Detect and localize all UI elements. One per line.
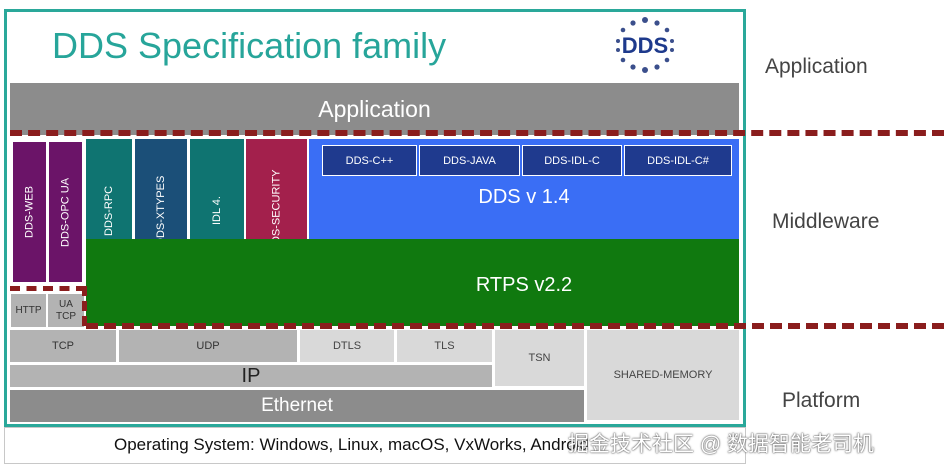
- dds-version-label: DDS v 1.4: [478, 185, 570, 208]
- rtps-version-label: RTPS v2.2: [475, 273, 573, 296]
- ua-tcp-box: UA TCP: [48, 294, 84, 327]
- transport-tls: TLS: [397, 330, 492, 362]
- web-opc-separator: [10, 286, 86, 291]
- watermark: 掘金技术社区 @ 数据智能老司机: [568, 433, 874, 456]
- lang-map-idl-c: DDS-IDL-C: [522, 145, 622, 176]
- layer-label-middleware: Middleware: [772, 210, 880, 233]
- spec-dds-opc-ua: DDS-OPC UA: [49, 142, 82, 282]
- rtps-connector: [86, 283, 309, 287]
- tcp-label: TCP: [56, 310, 76, 322]
- transport-shared-memory: SHARED-MEMORY: [587, 330, 739, 420]
- dds-logo-icon: DDS: [612, 16, 678, 74]
- app-middleware-separator: [10, 130, 944, 136]
- ua-label: UA: [59, 298, 73, 310]
- middleware-platform-separator: [86, 323, 944, 329]
- lang-map-cpp: DDS-C++: [322, 145, 417, 176]
- diagram-title: DDS Specification family: [52, 25, 447, 66]
- application-bar: Application: [10, 83, 739, 135]
- layer-label-application: Application: [765, 55, 868, 78]
- logo-text: DDS: [621, 33, 669, 58]
- lang-map-idl-csharp: DDS-IDL-C#: [624, 145, 732, 176]
- rtps-block: [86, 239, 739, 326]
- transport-tsn: TSN: [495, 330, 584, 386]
- transport-udp: UDP: [119, 330, 297, 362]
- transport-tcp: TCP: [10, 330, 116, 362]
- http-box: HTTP: [11, 294, 46, 327]
- layer-label-platform: Platform: [782, 389, 861, 412]
- spec-dds-web: DDS-WEB: [13, 142, 46, 282]
- ethernet-layer: Ethernet: [10, 390, 584, 422]
- lang-map-java: DDS-JAVA: [419, 145, 520, 176]
- os-bar: [4, 427, 746, 464]
- spec-frame: [4, 9, 746, 427]
- os-line: Operating System: Windows, Linux, macOS,…: [114, 435, 589, 454]
- web-opc-vertical-separator: [82, 286, 87, 326]
- transport-dtls: DTLS: [300, 330, 394, 362]
- ip-layer: IP: [10, 365, 492, 387]
